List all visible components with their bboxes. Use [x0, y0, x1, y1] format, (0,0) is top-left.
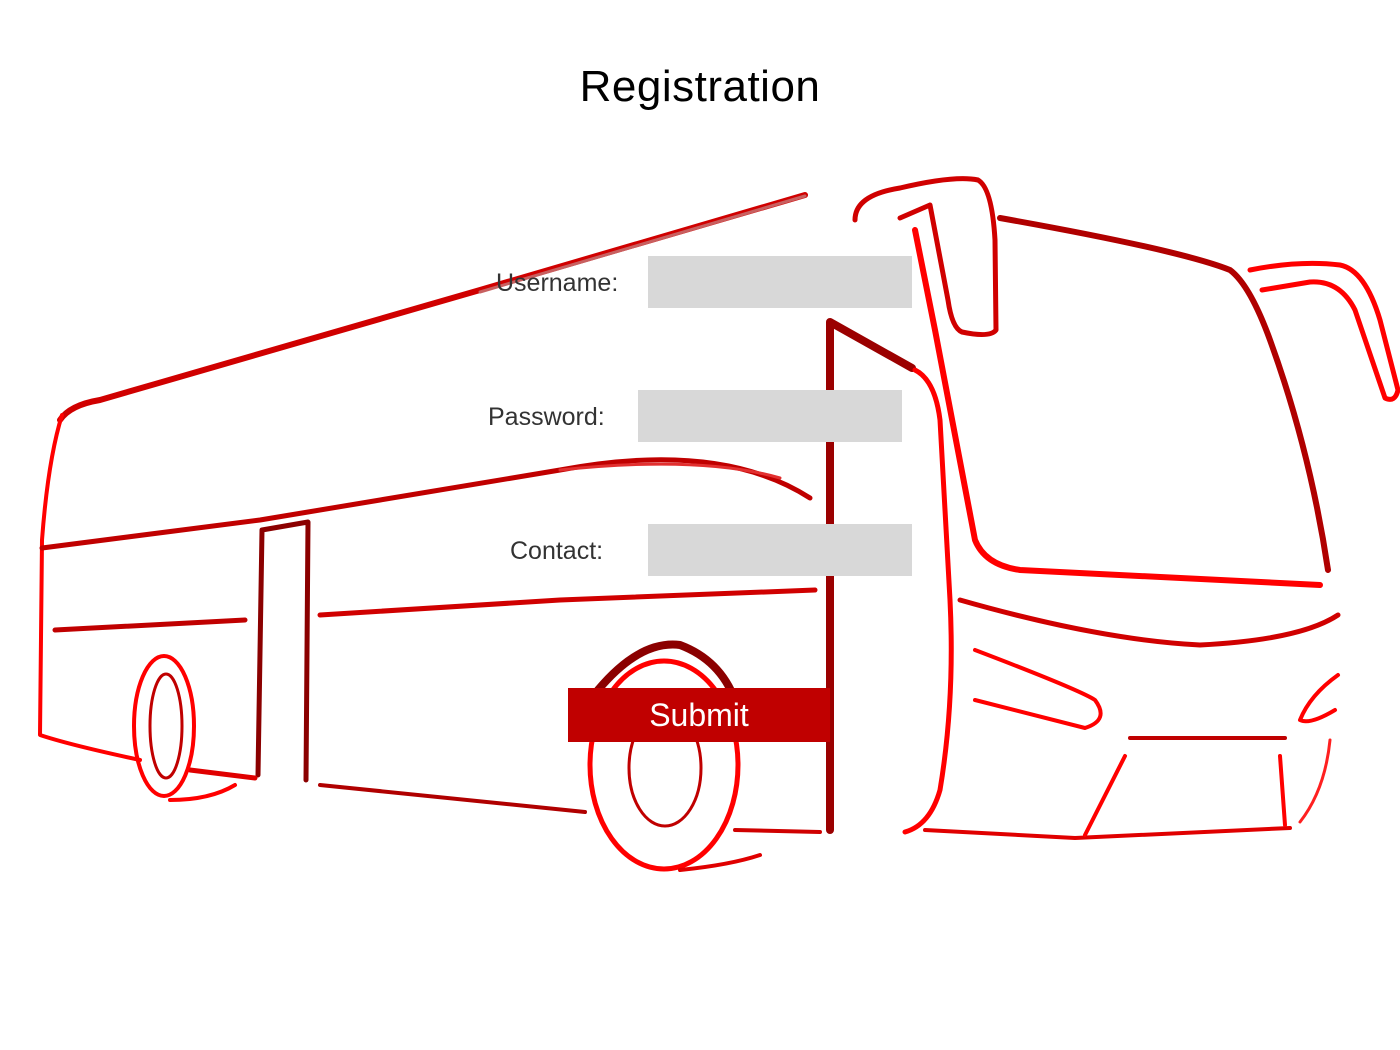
username-row: Username: [0, 256, 1400, 308]
contact-input[interactable] [648, 524, 912, 576]
username-label: Username: [496, 269, 619, 297]
contact-label: Contact: [510, 537, 604, 565]
password-label: Password: [488, 403, 605, 431]
contact-row: Contact: [0, 524, 1400, 576]
page-title: Registration [579, 62, 821, 111]
password-input[interactable] [638, 390, 902, 442]
password-row: Password: [0, 390, 1400, 442]
username-input[interactable] [648, 256, 912, 308]
submit-button[interactable]: Submit [568, 688, 830, 742]
